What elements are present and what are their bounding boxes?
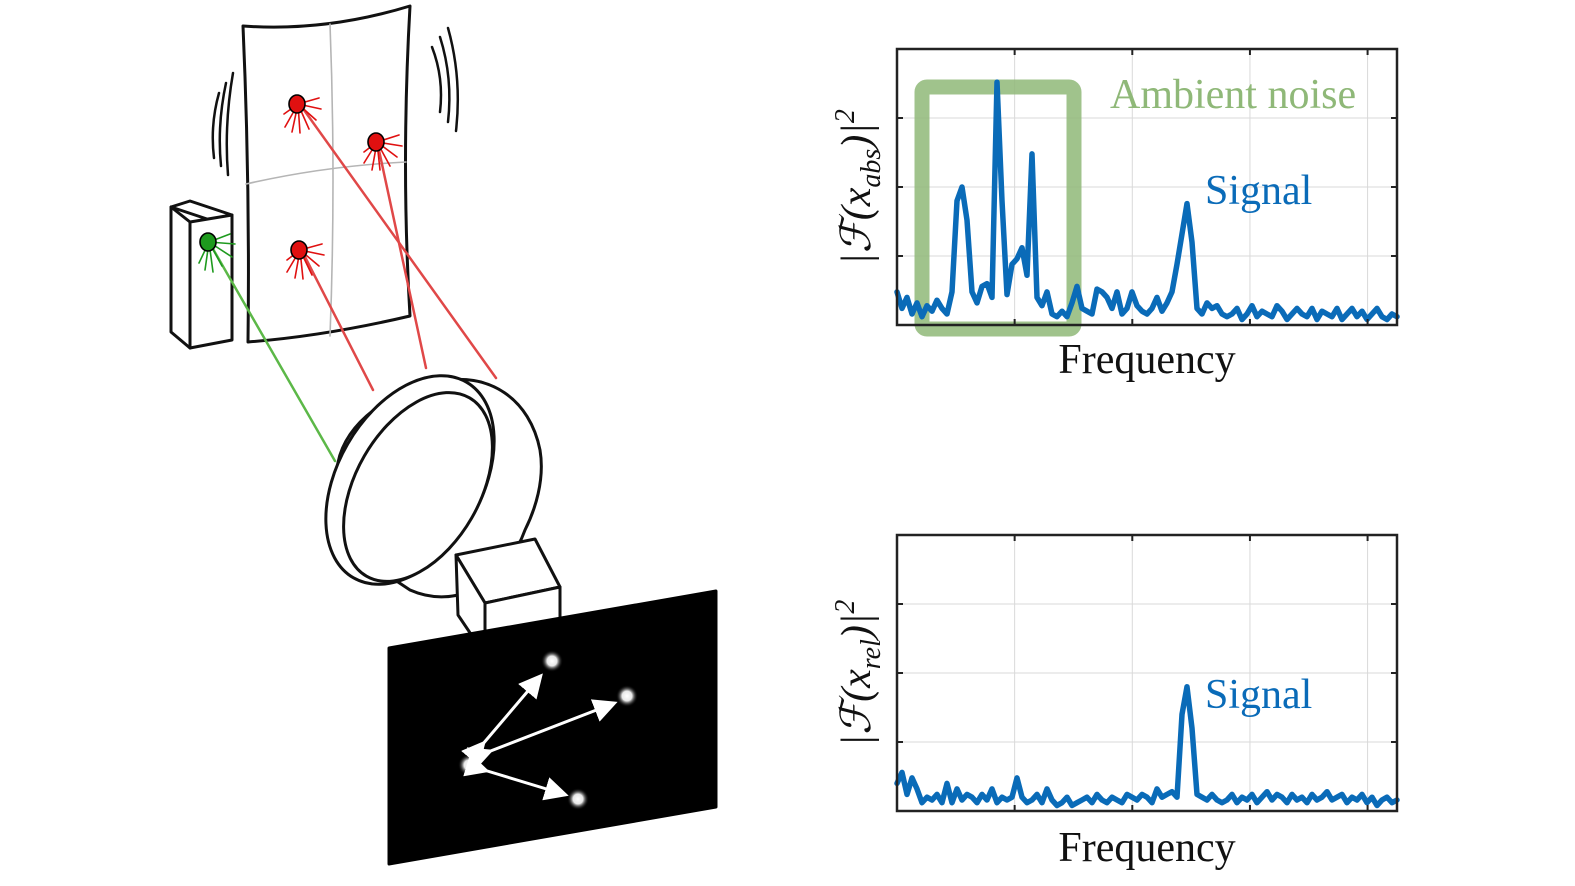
vibrating-structure	[211, 4, 460, 344]
y-axis-label: |ℱ(xabs)|2	[830, 109, 887, 265]
structure-panel	[241, 4, 412, 344]
red-marker	[363, 132, 403, 171]
vibration-lines-icon	[211, 26, 460, 177]
lens-inner-ring	[342, 391, 494, 583]
series-layer	[894, 684, 1400, 809]
displacement-arrows	[461, 673, 618, 801]
sensor-spot	[541, 650, 563, 672]
red-ray	[299, 247, 375, 392]
structure-grid-vertical	[329, 23, 334, 337]
series-layer	[894, 79, 1400, 323]
red-marker	[286, 240, 325, 280]
sensor-spot	[567, 788, 589, 810]
axis-ticks	[897, 49, 1397, 325]
annotation-signal: Signal	[1205, 168, 1312, 214]
annotation-signal: Signal	[1205, 672, 1312, 718]
measurement-sketch	[169, 4, 718, 866]
chart-grid	[897, 49, 1397, 325]
red-ray	[375, 139, 428, 370]
optical-rays	[207, 101, 498, 463]
green-ray	[207, 240, 337, 463]
structure-grid-horizontal	[245, 161, 407, 185]
x-axis-label: Frequency	[1058, 337, 1235, 383]
spectrum-chart-absolute: Ambient noise Signal Frequency |ℱ(xabs)|…	[830, 47, 1400, 383]
sensor-spot	[458, 754, 480, 776]
spectrum-series-line	[894, 79, 1400, 323]
double-arrow-icon	[466, 699, 618, 770]
x-axis-label: Frequency	[1058, 825, 1235, 871]
annotation-ambient-noise: Ambient noise	[1110, 72, 1356, 118]
axis-ticks	[897, 535, 1397, 811]
red-marker	[283, 94, 322, 134]
markers	[198, 94, 403, 280]
camera	[324, 374, 562, 657]
reference-box-front	[188, 213, 234, 350]
reference-box-side	[169, 205, 192, 350]
reference-box	[169, 199, 234, 350]
spectrum-series-line	[894, 684, 1400, 809]
double-arrow-icon	[463, 753, 569, 801]
spectrum-chart-relative: Signal Frequency |ℱ(xrel)|2	[830, 533, 1400, 871]
green-marker	[198, 232, 236, 273]
sensor-spot	[616, 685, 638, 707]
y-axis-label: |ℱ(xrel)|2	[830, 600, 887, 747]
chart-grid	[897, 535, 1397, 811]
